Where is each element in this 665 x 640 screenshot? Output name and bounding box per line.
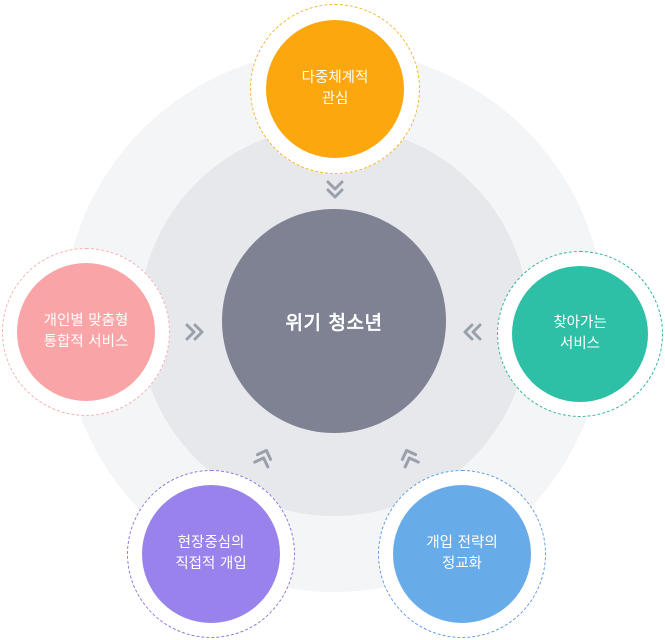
node-multi-system-attention: 다중체계적 관심: [250, 4, 420, 174]
node-label-line2: 정교화: [441, 556, 483, 572]
node-outreach-service: 찾아가는 서비스: [497, 251, 663, 417]
double-chevron-icon: [326, 180, 344, 199]
node-intervention-strategy-refinement: 개입 전략의 정교화: [378, 470, 546, 638]
node-customized-integrated-service: 개인별 맞춤형 통합적 서비스: [2, 248, 170, 416]
node-label-line2: 관심: [321, 91, 349, 107]
node-circle: 현장중심의 직접적 개입: [142, 485, 280, 623]
node-label-line2: 직접적 개입: [175, 556, 247, 572]
node-field-direct-intervention: 현장중심의 직접적 개입: [127, 470, 295, 638]
double-chevron-icon: [253, 448, 273, 469]
node-circle: 다중체계적 관심: [266, 20, 404, 158]
node-circle: 개인별 맞춤형 통합적 서비스: [17, 263, 155, 401]
node-circle: 개입 전략의 정교화: [393, 485, 531, 623]
double-chevron-icon: [400, 448, 420, 469]
node-label-line1: 현장중심의: [177, 535, 245, 551]
center-circle: 위기 청소년: [222, 209, 446, 433]
double-chevron-icon: [185, 323, 204, 341]
node-label-line2: 서비스: [559, 336, 601, 352]
node-label-line1: 찾아가는: [553, 315, 607, 331]
center-label: 위기 청소년: [285, 311, 383, 334]
double-chevron-icon: [463, 323, 482, 341]
node-label-line1: 개인별 맞춤형: [43, 313, 129, 329]
node-label-line1: 개입 전략의: [426, 535, 498, 551]
node-label-line2: 통합적 서비스: [43, 334, 129, 350]
node-label-line1: 다중체계적: [301, 70, 369, 86]
node-circle: 찾아가는 서비스: [512, 266, 648, 402]
